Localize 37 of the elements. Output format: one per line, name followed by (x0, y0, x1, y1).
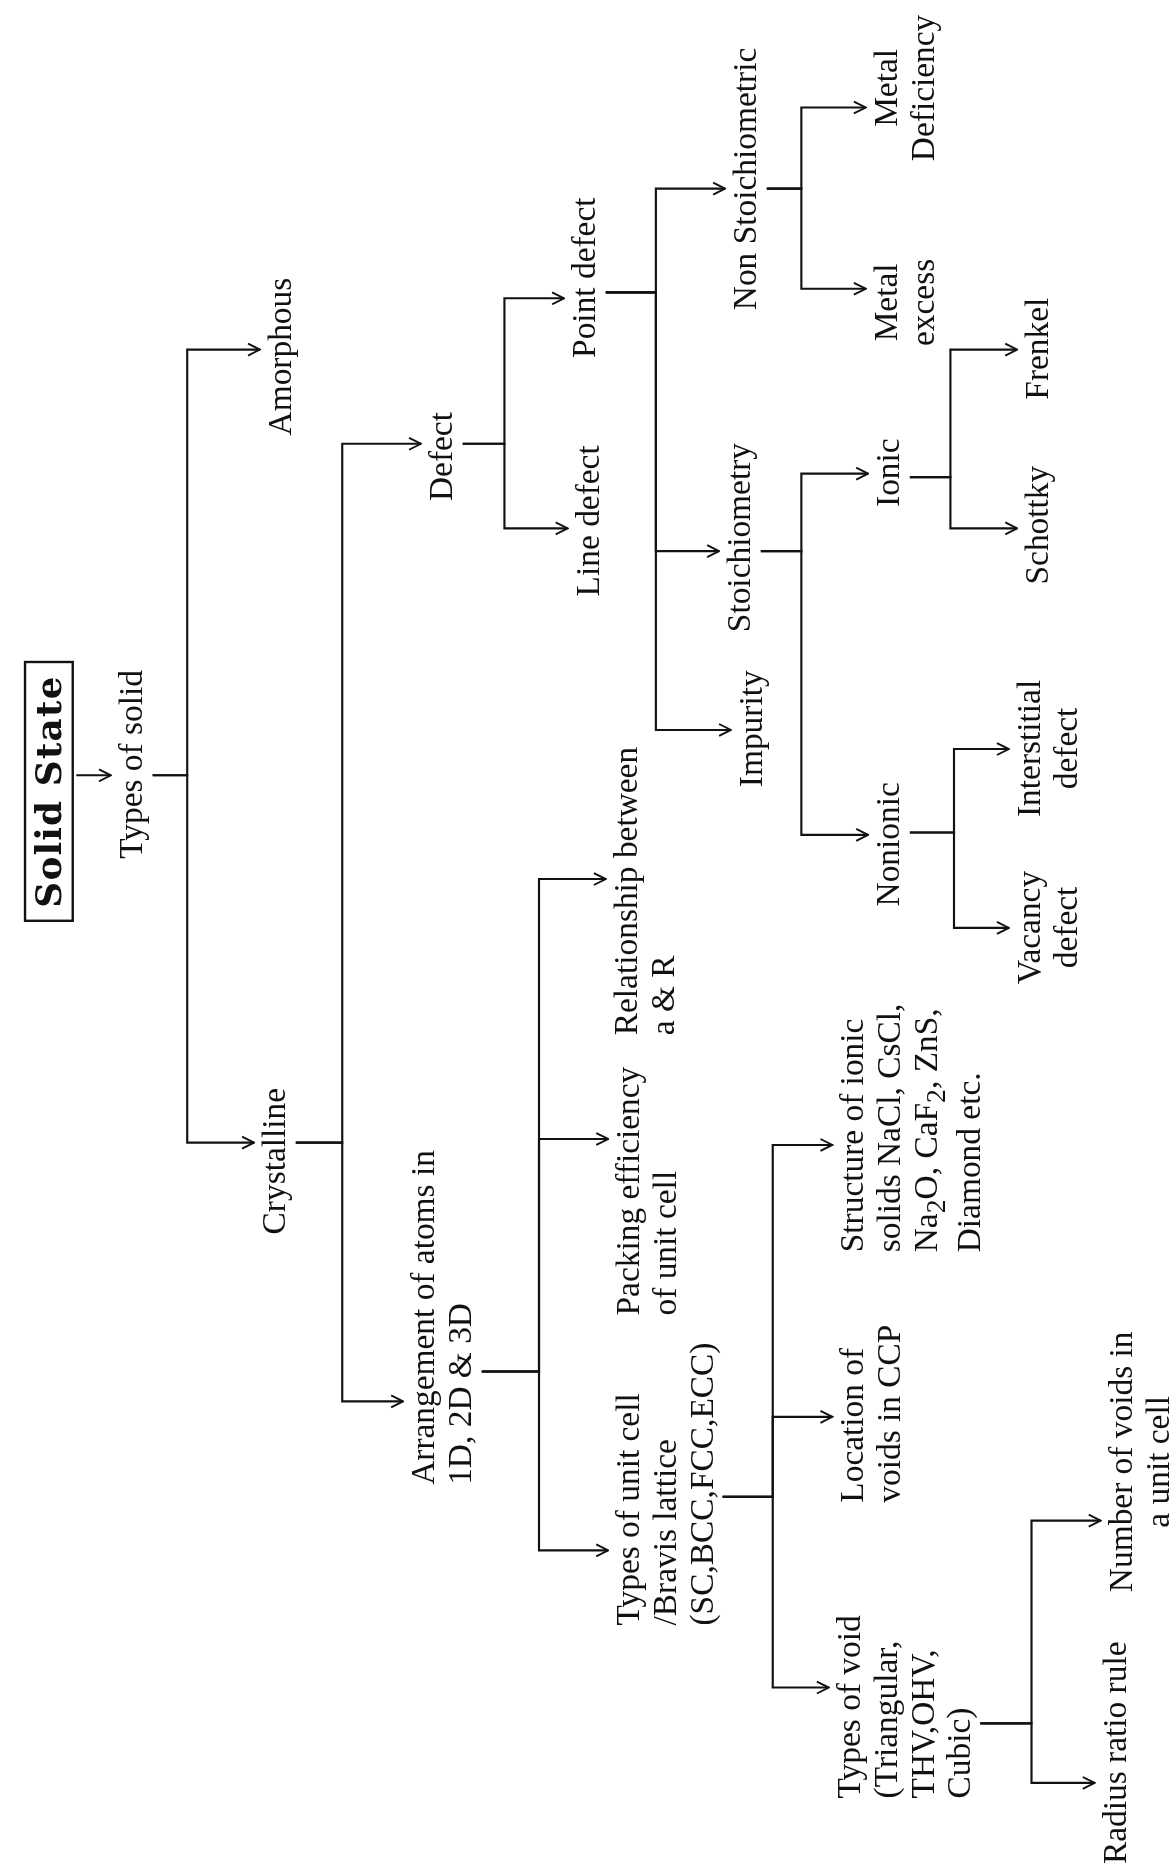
branch-label: Interstitial defect (1011, 679, 1085, 817)
branch-label: Non Stoichiometric (727, 47, 765, 311)
connector-arrow (152, 342, 261, 777)
connector-arrow (76, 768, 112, 783)
branch-label: Crystalline (256, 1087, 294, 1235)
branch-label: Stoichiometry (721, 443, 759, 633)
branch-label: Nonionic (870, 782, 908, 907)
branch-label: Ionic (870, 438, 908, 507)
branch-label: Schottky (1019, 465, 1057, 585)
branch-label: Types of solid (113, 670, 150, 859)
branch-label: Number of voids in a unit cell (1103, 1331, 1172, 1593)
branch-label: Types of unit cell /Bravis lattice (SC,BCC,FCC,ECC) (610, 1342, 721, 1626)
connector-arrow (909, 742, 1010, 834)
branch-label: Types of void (Triangular, THV,OHV, Cubic) (831, 1615, 979, 1799)
branch-label: Vacancy defect (1011, 870, 1085, 984)
connector-arrow (760, 466, 870, 553)
connector-arrow (980, 1513, 1102, 1725)
branch-label: Defect (423, 412, 461, 501)
connector-arrow (481, 872, 607, 1373)
connector-arrow (295, 436, 422, 1144)
branch-label: Frenkel (1019, 297, 1057, 400)
branch-label: Packing efficiency of unit cell (610, 1066, 684, 1316)
branch-label: Amorphous (262, 277, 300, 436)
branch-label: Line defect (570, 445, 607, 597)
connector-arrow (462, 291, 565, 445)
branch-label: Radius ratio rule (1097, 1641, 1134, 1865)
branch-label: Metal excess (868, 258, 942, 346)
connector-arrow (909, 342, 1019, 479)
title-box: Solid State (23, 661, 74, 922)
branch-label: Impurity (733, 670, 771, 788)
branch-label: Point defect (566, 197, 604, 358)
branch-label: Metal Deficiency (868, 14, 942, 162)
connector-arrow (605, 181, 726, 294)
branch-label: Location of voids in CCP (834, 1324, 909, 1503)
connector-arrow (722, 1138, 834, 1498)
connector-arrow (766, 100, 867, 190)
branch-label: Arrangement of atoms in 1D, 2D & 3D (405, 1150, 479, 1485)
